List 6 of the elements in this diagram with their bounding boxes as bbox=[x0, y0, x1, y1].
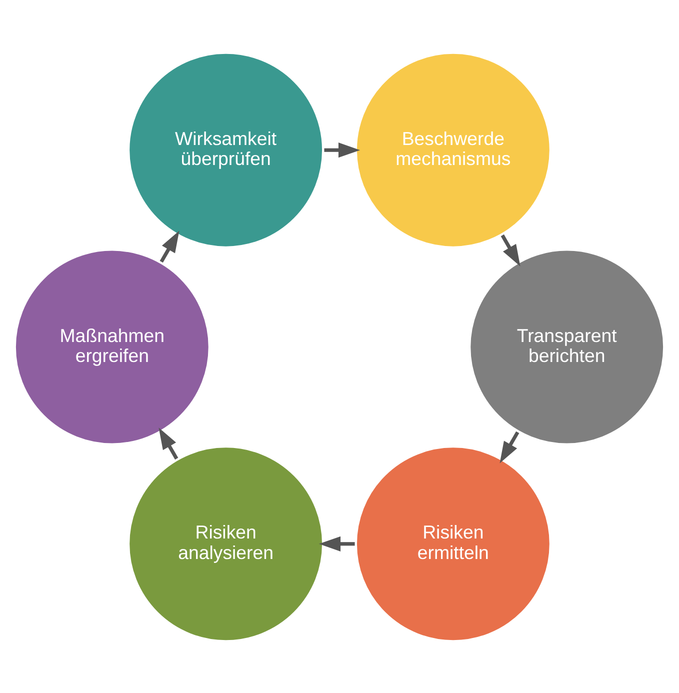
arrow bbox=[158, 427, 178, 460]
arrow bbox=[318, 536, 355, 551]
arrow bbox=[500, 234, 520, 266]
arrow bbox=[500, 430, 520, 463]
arrow bbox=[160, 230, 180, 262]
arrow bbox=[324, 142, 360, 158]
